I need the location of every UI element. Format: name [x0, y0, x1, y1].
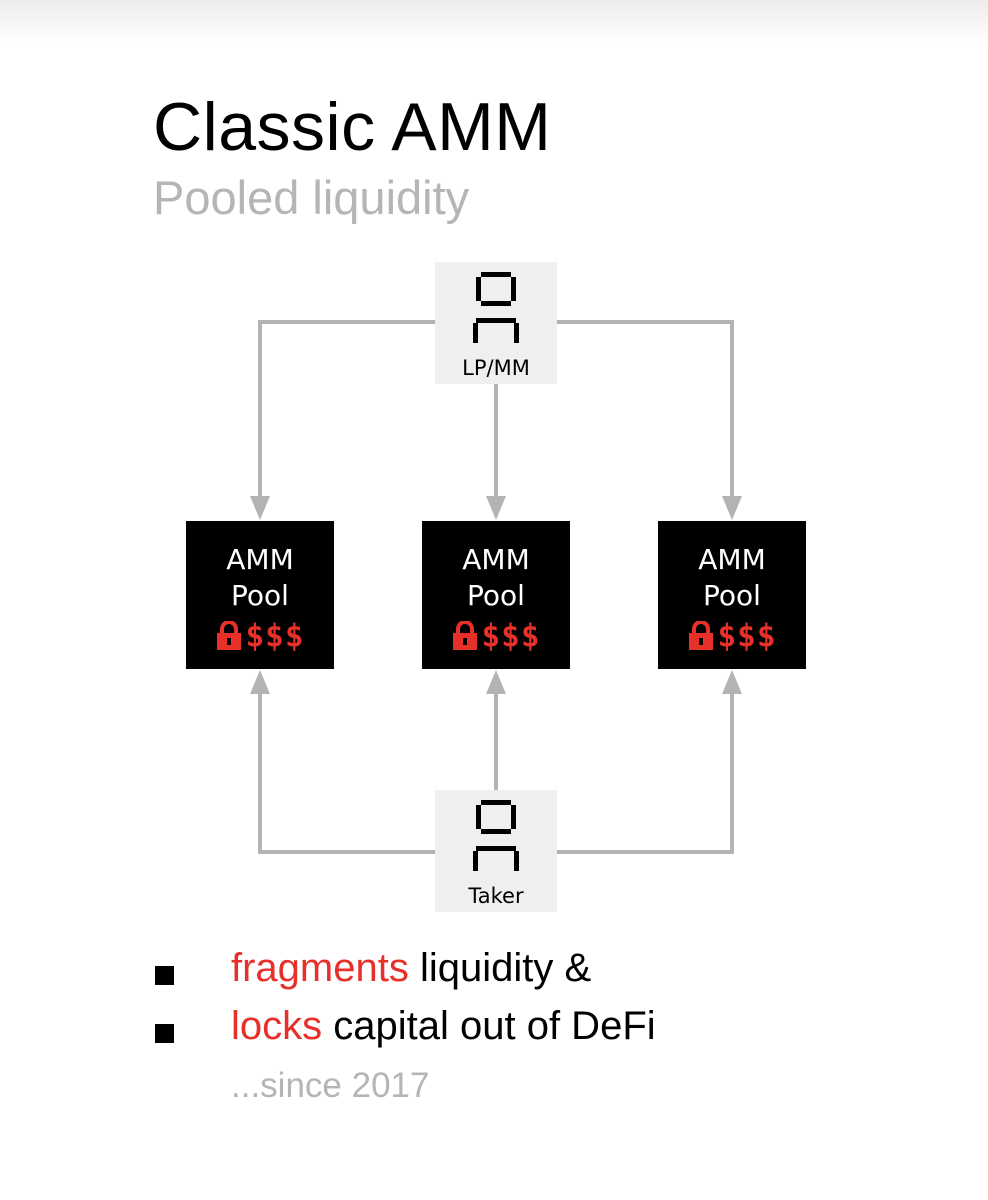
funds-amount: $$$	[717, 618, 777, 654]
person-icon	[473, 272, 519, 343]
arrowhead-down-right	[722, 496, 742, 520]
lp-mm-label: LP/MM	[462, 356, 530, 380]
funds-amount: $$$	[245, 618, 305, 654]
locked-funds: $$$	[422, 619, 570, 653]
pool-title-line1: AMM	[226, 543, 294, 576]
locked-funds: $$$	[658, 619, 806, 653]
lock-icon	[688, 621, 713, 650]
arrowhead-down-center	[486, 496, 506, 520]
taker-label: Taker	[468, 884, 524, 908]
arrowhead-up-center	[486, 670, 506, 694]
pool-title-line1: AMM	[698, 543, 766, 576]
connector-top-right	[557, 320, 734, 500]
pool-title-line1: AMM	[462, 543, 530, 576]
arrowhead-up-right	[722, 670, 742, 694]
pool-title-line2: Pool	[703, 579, 761, 612]
lock-icon	[216, 621, 241, 650]
bullet-highlight: locks	[231, 1004, 323, 1048]
amm-pool-3: AMM Pool $$$	[658, 521, 806, 669]
arrowhead-down-left	[250, 496, 270, 520]
funds-amount: $$$	[481, 618, 541, 654]
connector-top-left	[258, 320, 435, 500]
bullet-rest: liquidity &	[408, 946, 592, 990]
bullet-text: fragments liquidity &	[231, 946, 591, 991]
bullet-rest: capital out of DeFi	[322, 1004, 656, 1048]
pool-title-line2: Pool	[467, 579, 525, 612]
taker-node: Taker	[435, 790, 557, 912]
lp-mm-node: LP/MM	[435, 262, 557, 384]
amm-pool-1: AMM Pool $$$	[186, 521, 334, 669]
person-icon	[473, 800, 519, 871]
top-fade	[0, 0, 988, 44]
bullet-highlight: fragments	[231, 946, 409, 990]
amm-pool-2: AMM Pool $$$	[422, 521, 570, 669]
bullet-square-icon	[155, 966, 174, 985]
lock-icon	[452, 621, 477, 650]
arrowhead-up-left	[250, 670, 270, 694]
page-subtitle: Pooled liquidity	[153, 171, 470, 224]
bullet-square-icon	[155, 1024, 174, 1043]
connector-bottom-left	[258, 690, 435, 854]
connector-bottom-right	[557, 690, 734, 854]
footnote: ...since 2017	[231, 1066, 430, 1105]
pool-title-line2: Pool	[231, 579, 289, 612]
page-title: Classic AMM	[153, 89, 552, 165]
locked-funds: $$$	[186, 619, 334, 653]
bullet-text: locks capital out of DeFi	[231, 1004, 656, 1049]
